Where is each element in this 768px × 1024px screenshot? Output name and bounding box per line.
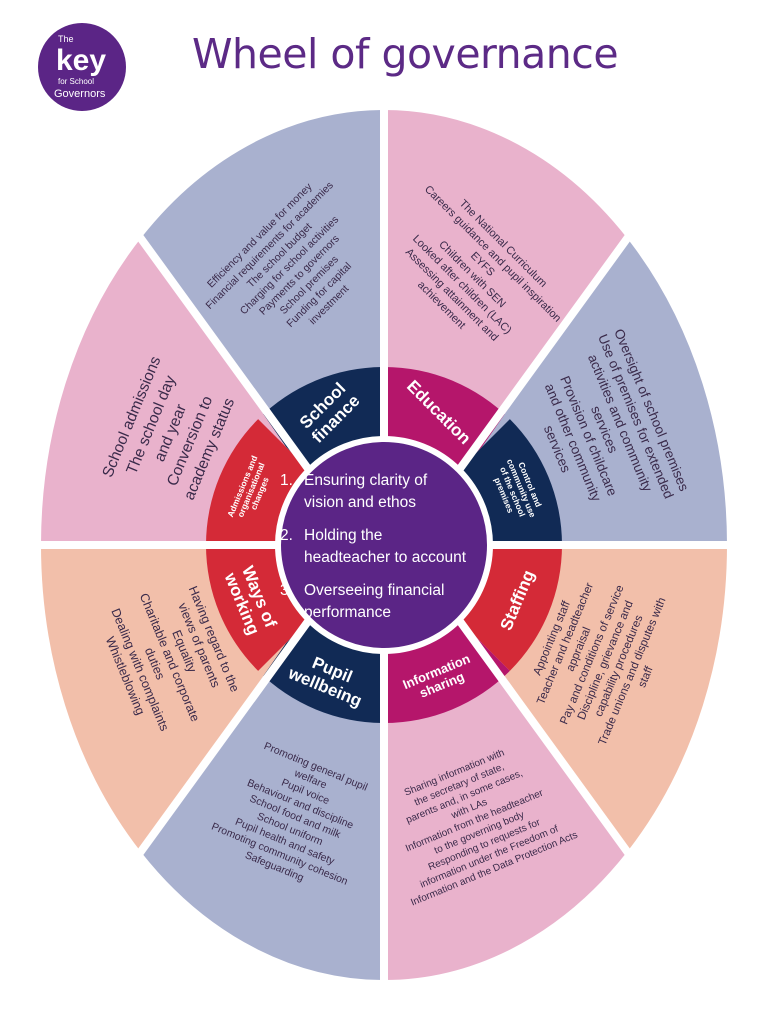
section-staffing bbox=[458, 545, 730, 855]
section-admissions bbox=[38, 235, 310, 545]
priority-text: vision and ethos bbox=[304, 494, 416, 511]
priority-number: 3. bbox=[280, 582, 293, 599]
the-key-logo: The key for School Governors bbox=[36, 12, 128, 122]
section-control-community bbox=[458, 235, 730, 545]
outer-segment bbox=[139, 107, 384, 448]
logo-line-3: for School bbox=[58, 77, 94, 86]
segment-divider bbox=[133, 617, 313, 860]
section-ways-of-working bbox=[38, 545, 310, 855]
segment-divider bbox=[455, 230, 635, 473]
segment-divider bbox=[455, 617, 635, 860]
ring-segment bbox=[206, 545, 310, 671]
outer-segment bbox=[139, 642, 384, 983]
ring-segment bbox=[458, 419, 562, 545]
ring-segment bbox=[458, 545, 562, 671]
priority-number: 2. bbox=[280, 527, 293, 544]
logo-line-2: key bbox=[56, 44, 106, 77]
logo-line-1: The bbox=[58, 34, 74, 44]
page-title: Wheel of governance bbox=[192, 30, 619, 78]
priority-text: Holding the bbox=[304, 527, 382, 544]
center-circle bbox=[275, 436, 493, 654]
priority-text: Overseeing financial bbox=[304, 582, 444, 599]
ring-segment bbox=[206, 419, 310, 545]
priority-number: 1. bbox=[280, 472, 293, 489]
logo-line-4: Governors bbox=[54, 88, 106, 100]
segment-divider bbox=[133, 230, 313, 473]
priority-text: Ensuring clarity of bbox=[304, 472, 428, 489]
priority-text: performance bbox=[304, 604, 391, 621]
wheel-rim bbox=[35, 104, 733, 986]
outer-segment bbox=[384, 107, 629, 448]
priority-text: headteacher to account bbox=[304, 549, 467, 566]
center-priorities: 1. Ensuring clarity of vision and ethos 2. H… bbox=[280, 472, 467, 621]
outer-segment bbox=[384, 642, 629, 983]
